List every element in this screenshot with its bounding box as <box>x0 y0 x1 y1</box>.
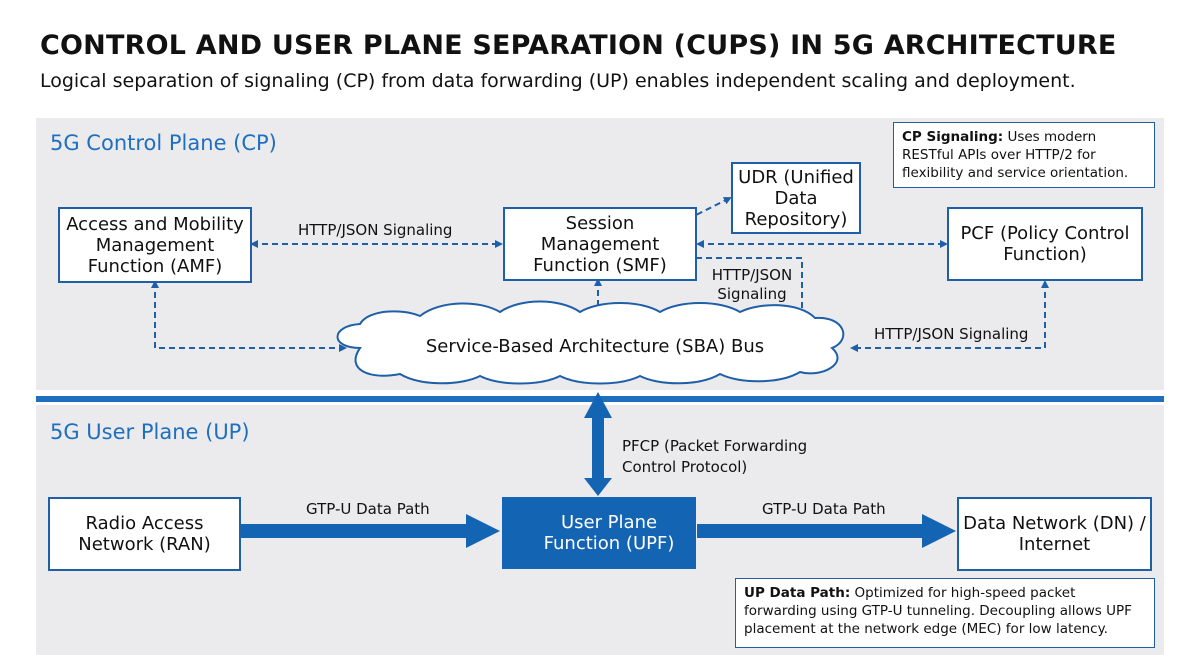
sba-bus-cloud <box>336 300 845 385</box>
ran-upf-edge-label: GTP-U Data Path <box>306 500 430 518</box>
pfcp-label: PFCP (Packet Forwarding Control Protocol… <box>622 437 808 476</box>
smf-sba-signaling-link <box>664 254 806 320</box>
amf-smf-edge-label: HTTP/JSON Signaling <box>298 221 453 239</box>
up-note-title: UP Data Path: <box>744 585 851 601</box>
dn-node[interactable]: Data Network (DN) / Internet <box>957 497 1152 571</box>
ran-node[interactable]: Radio Access Network (RAN) <box>48 497 241 571</box>
amf-sba-link <box>151 280 347 352</box>
upf-node[interactable]: User Plane Function (UPF) <box>502 497 696 569</box>
upf-dn-edge-label: GTP-U Data Path <box>762 500 886 518</box>
upf-dn-arrow <box>697 514 956 548</box>
diagram-subtitle: Logical separation of signaling (CP) fro… <box>40 70 1076 92</box>
diagram-title: CONTROL AND USER PLANE SEPARATION (CUPS)… <box>40 30 1117 61</box>
sba-bus-label: Service-Based Architecture (SBA) Bus <box>425 336 765 357</box>
amf-node[interactable]: Access and Mobility Management Function … <box>58 207 252 283</box>
cp-note-text: Uses modern RESTful APIs over HTTP/2 for… <box>902 129 1129 181</box>
pcf-node[interactable]: PCF (Policy Control Function) <box>947 207 1143 281</box>
pcf-sba-edge-label: HTTP/JSON Signaling <box>874 325 1029 343</box>
pfcp-arrow <box>584 392 612 496</box>
up-data-path-note: UP Data Path: Optimized for high-speed p… <box>735 578 1155 648</box>
ran-upf-arrow <box>241 514 500 548</box>
smf-node[interactable]: Session Management Function (SMF) <box>503 207 697 281</box>
user-plane-label: 5G User Plane (UP) <box>50 420 250 444</box>
cp-signaling-note: CP Signaling: Uses modern RESTful APIs o… <box>893 122 1155 188</box>
smf-sba-edge-label: HTTP/JSON Signaling <box>711 266 793 303</box>
control-plane-label: 5G Control Plane (CP) <box>50 131 277 155</box>
udr-node[interactable]: UDR (Unified Data Repository) <box>731 162 861 234</box>
pcf-sba-link <box>850 280 1049 352</box>
up-note-text: Optimized for high-speed packet forwardi… <box>744 585 1132 637</box>
cp-note-title: CP Signaling: <box>902 129 1004 145</box>
